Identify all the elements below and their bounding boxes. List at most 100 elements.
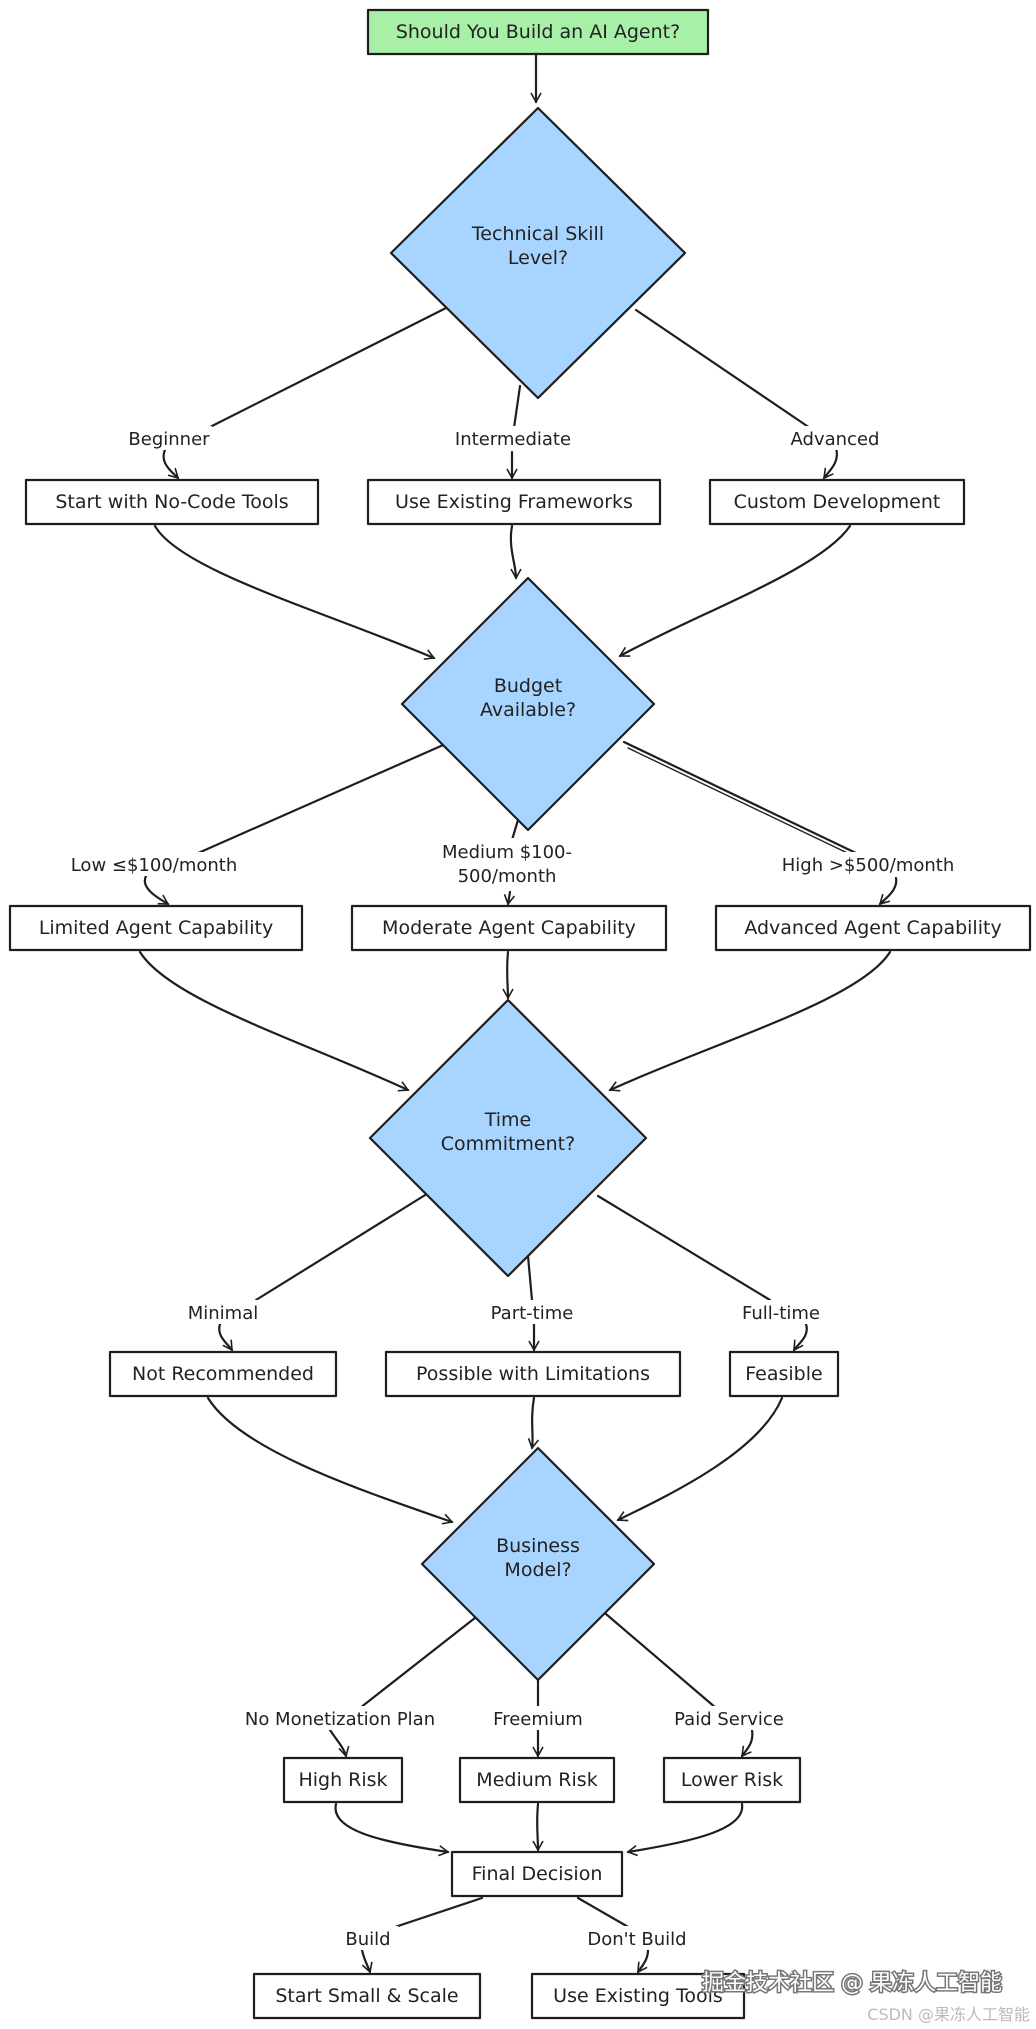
edge-advanced-time: [608, 950, 892, 1092]
edge-label-advanced: Advanced: [791, 429, 880, 450]
watermark-main: 掘金技术社区 @ 果冻人工智能: [702, 1971, 1002, 1996]
box-nocode-rect: [24, 478, 320, 526]
box-start-small-rect: [252, 1972, 482, 2020]
box-nocode: Start with No-Code Tools: [24, 478, 320, 526]
edge-label-freemium: Freemium: [493, 1709, 583, 1730]
edge-label-no-monetization: No Monetization Plan: [245, 1709, 435, 1730]
box-custom: Custom Development: [708, 478, 966, 526]
watermark-small: CSDN @果冻人工智能: [867, 2005, 1030, 2024]
start-node-label: Should You Build an AI Agent?: [396, 21, 680, 43]
edge-time-minimal: [254, 1190, 432, 1302]
box-medium-risk-rect: [458, 1756, 616, 1804]
box-limited: Limited Agent Capability: [8, 904, 304, 952]
box-advanced-cap-rect: [714, 904, 1032, 952]
edge-dontbuild-usetools: [636, 1948, 650, 1974]
box-use-tools-rect: [530, 1972, 746, 2020]
box-possible: Possible with Limitations: [384, 1350, 682, 1398]
box-possible-rect: [384, 1350, 682, 1398]
box-final-decision-label: Final Decision: [472, 1863, 603, 1885]
edge-budget-medium: [510, 818, 520, 842]
edge-limited-time: [138, 950, 410, 1092]
edge-label-beginner: Beginner: [128, 429, 210, 450]
box-start-small: Start Small & Scale: [252, 1972, 482, 2020]
decision-business-diamond: [420, 1446, 656, 1682]
box-custom-rect: [708, 478, 966, 526]
box-final-decision-rect: [450, 1850, 624, 1898]
start-node: Should You Build an AI Agent?: [366, 8, 710, 56]
edge-nocode-budget: [153, 524, 436, 660]
box-use-tools: Use Existing Tools: [530, 1972, 746, 2020]
edge-low-limited: [143, 874, 170, 906]
box-high-risk-rect: [282, 1756, 404, 1804]
box-use-tools-label: Use Existing Tools: [553, 1985, 723, 2007]
box-not-recommended: Not Recommended: [108, 1350, 338, 1398]
box-not-recommended-rect: [108, 1350, 338, 1398]
box-lower-risk-rect: [662, 1756, 802, 1804]
edge-time-fulltime: [596, 1194, 772, 1302]
edge-label-medium-line2: 500/month: [458, 866, 557, 887]
box-moderate: Moderate Agent Capability: [350, 904, 668, 952]
edge-label-build: Build: [345, 1929, 390, 1950]
box-medium-risk-label: Medium Risk: [476, 1769, 597, 1791]
box-frameworks: Use Existing Frameworks: [366, 478, 662, 526]
box-high-risk-label: High Risk: [298, 1769, 387, 1791]
box-final-decision: Final Decision: [450, 1850, 624, 1898]
edge-notrec-business: [206, 1396, 454, 1525]
edge-medium-moderate: [503, 890, 516, 906]
edge-label-intermediate: Intermediate: [455, 429, 571, 450]
edge-final-build: [390, 1896, 484, 1930]
box-lower-risk-label: Lower Risk: [681, 1769, 783, 1791]
box-possible-label: Possible with Limitations: [416, 1363, 650, 1385]
edge-label-medium-line1: Medium $100-: [442, 842, 572, 863]
box-nocode-label: Start with No-Code Tools: [55, 491, 288, 513]
edge-minimal-notrec: [218, 1322, 234, 1352]
decision-time-diamond: [368, 998, 648, 1278]
edge-label-paid-service: Paid Service: [674, 1709, 784, 1730]
box-custom-label: Custom Development: [734, 491, 941, 513]
box-moderate-label: Moderate Agent Capability: [382, 917, 636, 939]
box-feasible: Feasible: [728, 1350, 840, 1398]
edge-custom-budget: [618, 524, 852, 658]
box-frameworks-rect: [366, 478, 662, 526]
box-limited-label: Limited Agent Capability: [39, 917, 273, 939]
edge-beginner-nocode: [162, 446, 180, 480]
edge-label-minimal: Minimal: [188, 1303, 259, 1324]
edge-budget-high-2: [627, 747, 863, 861]
edge-build-startsmall: [360, 1948, 373, 1974]
box-high-risk: High Risk: [282, 1756, 404, 1804]
edge-skill-advanced: [634, 308, 812, 430]
edge-advanced-custom: [822, 446, 838, 480]
edge-fulltime-feasible: [792, 1322, 808, 1352]
edge-budget-low: [194, 740, 452, 856]
edge-business-paid: [604, 1612, 718, 1710]
edge-label-high: High >$500/month: [782, 855, 954, 876]
edge-label-dont-build: Don't Build: [587, 1929, 686, 1950]
edge-label-low: Low ≤$100/month: [71, 855, 238, 876]
edge-medium-final: [532, 1802, 544, 1852]
edge-nomon-highrisk: [328, 1728, 350, 1758]
box-advanced-cap: Advanced Agent Capability: [714, 904, 1032, 952]
edge-budget-high: [622, 740, 860, 856]
box-frameworks-label: Use Existing Frameworks: [395, 491, 633, 513]
box-limited-rect: [8, 904, 304, 952]
box-advanced-cap-label: Advanced Agent Capability: [744, 917, 1001, 939]
edge-lower-final: [626, 1802, 744, 1857]
edge-label-part-time: Part-time: [491, 1303, 574, 1324]
edge-moderate-time: [502, 950, 514, 1000]
box-medium-risk: Medium Risk: [458, 1756, 616, 1804]
edge-business-nomon: [358, 1612, 482, 1710]
edge-final-dontbuild: [576, 1896, 632, 1930]
decision-skill-diamond: [389, 106, 687, 400]
start-node-box: [366, 8, 710, 56]
box-not-recommended-label: Not Recommended: [132, 1363, 314, 1385]
edge-paid-lower: [740, 1728, 754, 1758]
